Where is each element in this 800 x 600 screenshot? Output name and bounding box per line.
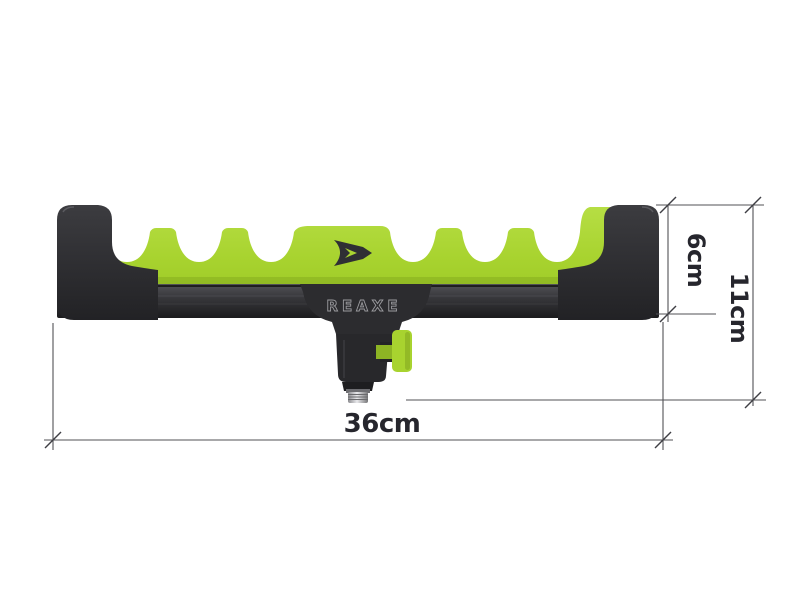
center-mount-plate — [300, 284, 432, 334]
delphin-arrow-logo-icon — [334, 240, 372, 266]
knob-shading — [405, 332, 410, 370]
left-cap-highlight — [62, 206, 75, 213]
dimension-side-height: 6cm — [656, 196, 764, 323]
comb-shadow — [80, 277, 638, 285]
stud-collar — [346, 389, 370, 393]
dimension-label-side-height: 6cm — [682, 233, 710, 287]
dimension-tick — [744, 196, 762, 214]
right-end-cap — [558, 205, 659, 320]
dimension-tick — [44, 431, 62, 449]
stud-threads — [348, 394, 368, 400]
mount-nut — [342, 382, 374, 391]
dimension-tick — [744, 391, 762, 409]
knob-stem — [376, 345, 394, 359]
dimension-width: 36cm — [44, 322, 673, 450]
dimension-label-total-height: 11cm — [725, 273, 753, 344]
dimension-tick — [659, 196, 677, 214]
dimension-tick — [659, 305, 677, 323]
right-cap-highlight — [641, 206, 654, 213]
dimension-label-width: 36cm — [344, 409, 421, 439]
model-label: REAXE — [326, 297, 401, 315]
dimension-total-height: 11cm — [406, 196, 766, 409]
dimension-tick — [654, 431, 672, 449]
left-end-cap — [57, 205, 158, 320]
rod-rest-product: REAXE — [57, 205, 659, 403]
